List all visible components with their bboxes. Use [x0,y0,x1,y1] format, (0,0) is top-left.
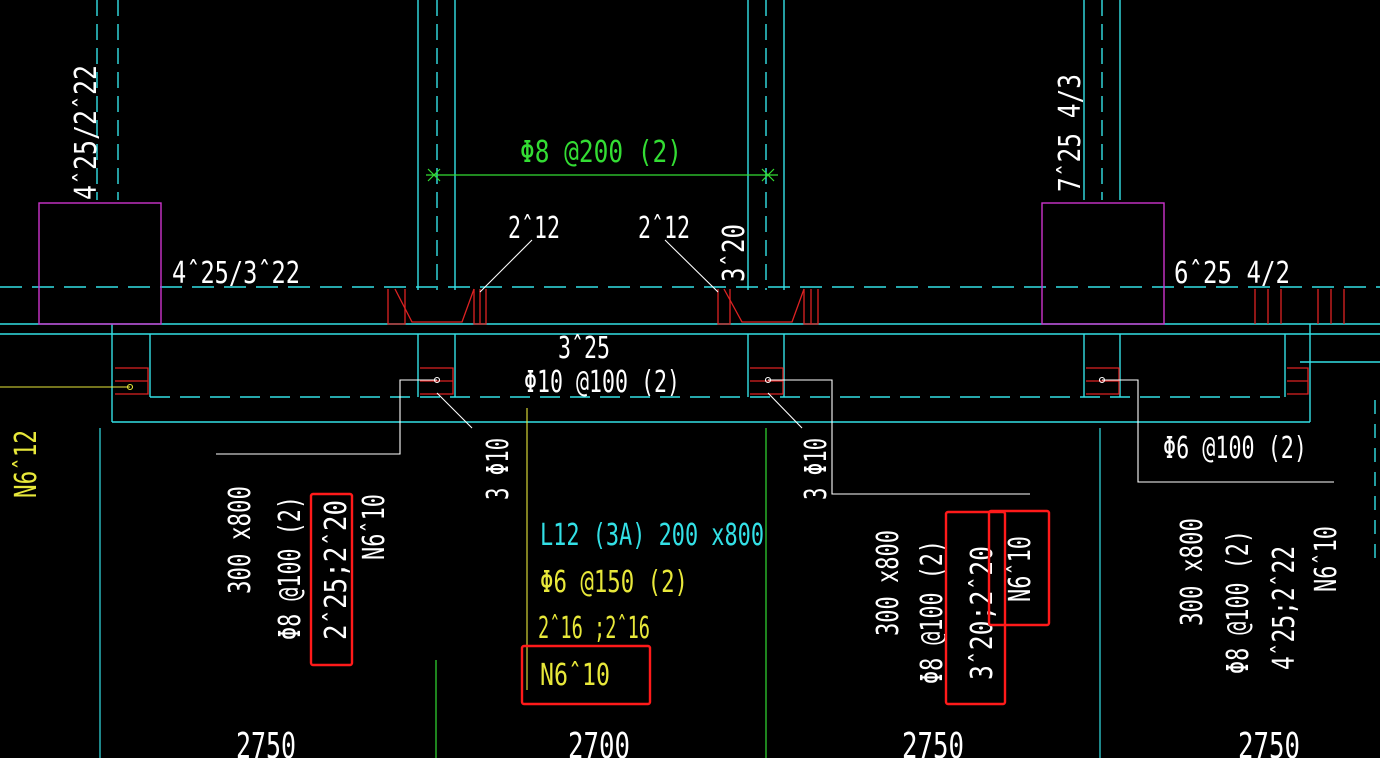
leader-line [479,239,533,293]
dimension-text: 2750 [902,726,964,758]
highlight-box-beam-c-waist [987,509,1051,627]
column-rect-left [38,202,162,325]
leader-line [767,392,803,429]
label-v-3-20: 3ˆ20 [717,224,752,282]
beam-c-size: 300 x800 [871,530,906,636]
beam-a-stirrup: Φ8 @100 (2) [273,496,308,640]
leader-line [216,379,437,455]
leader-dot [1098,376,1106,384]
label-top-2-12-left: 2ˆ12 [508,211,560,246]
label-left-n6-12: N6ˆ12 [9,430,44,498]
beam-b-rebar: 2ˆ16 ;2ˆ16 [538,611,650,646]
label-3phi10-left: 3 Φ10 [481,438,516,500]
leader-line [436,392,473,429]
beam-b-stirrup: Φ6 @150 (2) [540,565,688,600]
rebar-hook [394,288,475,323]
dimension-text: 2700 [568,726,630,758]
dimension-tick [761,168,775,182]
label-right-phi6: Φ6 @100 (2) [1163,431,1307,466]
beam-a-waist: N6ˆ10 [357,494,392,560]
structural-outlines [0,0,1380,560]
label-col2-top: 7ˆ25 4/3 [1053,74,1088,192]
column-rect-right [1041,202,1165,325]
rebar-hooks [115,288,1345,395]
beam-a-rebar: 2ˆ25;2ˆ20 [319,500,354,640]
leader-dot [433,376,441,384]
columns [38,202,1165,325]
annotation-labels: 4ˆ25/2ˆ22 7ˆ25 4/3 Φ8 @200 (2) 2ˆ12 2ˆ12… [9,65,1344,758]
leader-lines [216,239,1334,495]
leader-line [1102,379,1334,483]
dimension-text: 2750 [1238,726,1300,758]
label-mid-3-25: 3ˆ25 [558,331,610,366]
beam-b-name: L12 (3A) 200 x800 [540,518,764,553]
label-col1-top: 4ˆ25/2ˆ22 [69,65,104,200]
label-right-6-25-4-2: 6ˆ25 4/2 [1174,256,1290,291]
highlight-boxes [309,492,1051,706]
label-top-2-12-right: 2ˆ12 [638,211,690,246]
leader-dot [126,383,134,391]
beam-d-stirrup: Φ8 @100 (2) [1221,530,1256,674]
leader-dot [764,376,772,384]
yellow-leaders [0,383,528,690]
leader-line [664,239,719,293]
rebar-hook [387,289,406,325]
rebar-hook [723,288,805,323]
label-mid-phi10: Φ10 @100 (2) [524,365,680,400]
beam-d-waist: N6ˆ10 [1309,526,1344,592]
dimension-tick [427,168,441,182]
highlight-box-beam-c-rebar [944,510,1007,706]
label-green-stirrup: Φ8 @200 (2) [520,135,682,170]
label-3phi10-right: 3 Φ10 [799,438,834,500]
axis-lines [99,428,1101,758]
beam-c-rebar: 3ˆ20;2ˆ20 [965,546,1000,680]
beam-d-size: 300 x800 [1175,518,1210,626]
beam-b-waist: N6ˆ10 [540,658,610,693]
beam-a-size: 300 x800 [223,486,258,594]
rebar-hook [717,289,731,325]
beam-c-stirrup: Φ8 @100 (2) [915,540,950,684]
green-dimension [426,168,778,182]
highlight-box-beam-a-rebar [309,492,354,667]
dimension-text: 2750 [236,726,296,758]
label-left-4-25-3-22: 4ˆ25/3ˆ22 [172,256,300,291]
highlight-box-beam-b-waist [520,644,652,706]
beam-d-rebar: 4ˆ25;2ˆ22 [1267,546,1302,670]
leader-line [768,379,1030,495]
beam-c-waist: N6ˆ10 [1003,536,1038,602]
